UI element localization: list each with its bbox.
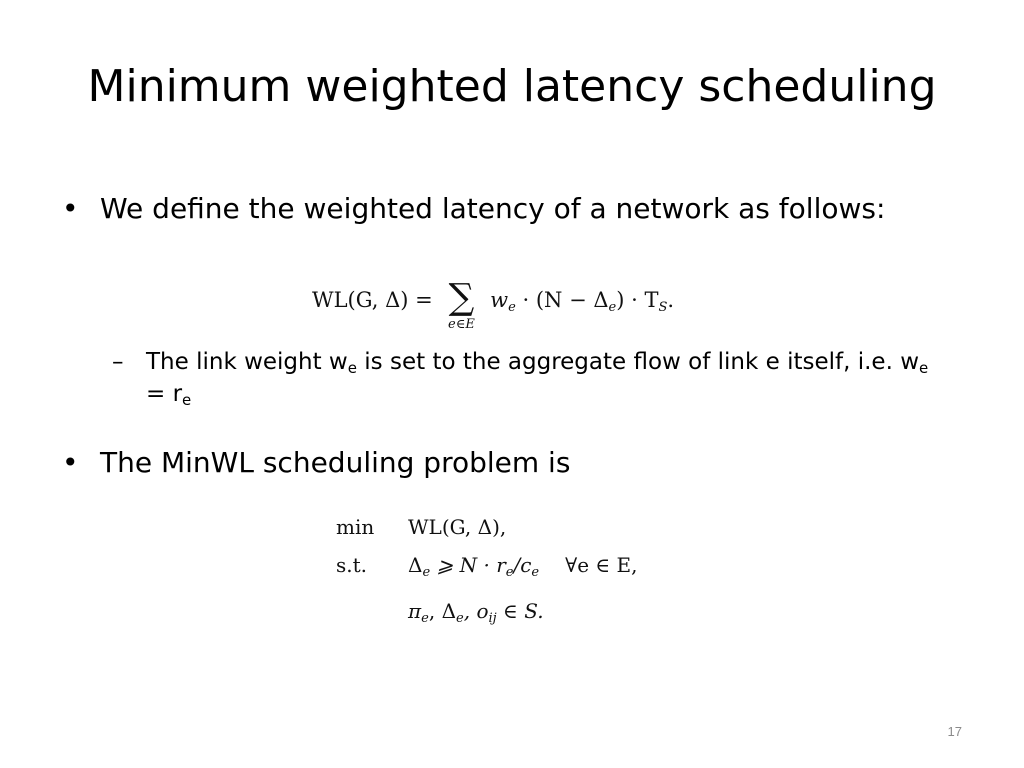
equation-middle: · (N − Δ <box>515 288 609 312</box>
sub-text-subscript1: e <box>347 359 357 377</box>
sub-text-part1: The link weight w <box>146 349 348 375</box>
bullet-text: We define the weighted latency of a netw… <box>100 192 886 225</box>
bullet-weighted-latency: • We define the weighted latency of a ne… <box>62 188 922 230</box>
domain-pi: π <box>408 599 422 623</box>
weight-subscript: e <box>508 300 516 315</box>
domain-o: , o <box>463 599 489 623</box>
constraint-expr: Δe ⩾ N · re/ce∀e ∈ E, <box>408 546 638 592</box>
domain-expr: πe, Δe, oij ∈ S. <box>408 592 638 638</box>
constraint-slash: /c <box>513 553 532 577</box>
sub-bullet-link-weight: – The link weight we is set to the aggre… <box>112 346 932 410</box>
equation-close: ) · T <box>616 288 659 312</box>
sub-text-subscript2: e <box>919 359 929 377</box>
sub-bullet-text: The link weight we is set to the aggrega… <box>112 346 932 410</box>
domain-end: ∈ S. <box>496 599 544 623</box>
domain-row: πe, Δe, oij ∈ S. <box>336 592 638 638</box>
equation-lhs: WL(G, Δ) = <box>312 288 433 312</box>
domain-delta-sub: e <box>456 611 464 626</box>
bullet-marker: • <box>62 192 79 225</box>
equation-minwl: min WL(G, Δ), s.t. Δe ⩾ N · re/ce∀e ∈ E,… <box>336 508 638 638</box>
sub-bullet-marker: – <box>112 349 124 375</box>
objective-label: min <box>336 515 375 539</box>
objective-expr: WL(G, Δ), <box>408 515 507 539</box>
constraint-r-sub: e <box>505 565 514 580</box>
domain-pi-sub: e <box>421 611 429 626</box>
bullet-marker: • <box>62 446 79 479</box>
sub-text-part3: = r <box>146 381 183 407</box>
constraint-delta-sub: e <box>422 565 431 580</box>
equation-end: . <box>667 288 675 312</box>
domain-o-sub: ij <box>488 611 497 626</box>
objective-row: min WL(G, Δ), <box>336 508 638 546</box>
delta-subscript: e <box>608 300 617 315</box>
page-number: 17 <box>947 724 962 739</box>
bullet-text: The MinWL scheduling problem is <box>100 446 571 479</box>
constraint-forall: ∀e ∈ E, <box>565 553 638 577</box>
equation-weighted-latency: WL(G, Δ) = ∑ e∈E we · (N − Δe) · TS. <box>312 278 674 340</box>
weight-symbol: w <box>490 288 509 312</box>
slide-title: Minimum weighted latency scheduling <box>87 61 937 112</box>
constraint-row: s.t. Δe ⩾ N · re/ce∀e ∈ E, <box>336 546 638 592</box>
sub-text-subscript3: e <box>182 391 192 409</box>
constraint-label: s.t. <box>336 553 368 577</box>
summation: ∑ e∈E <box>441 278 481 332</box>
sum-index: e∈E <box>448 317 475 332</box>
sum-symbol: ∑ <box>448 277 475 318</box>
bullet-minwl-problem: • The MinWL scheduling problem is <box>62 442 922 484</box>
domain-delta: , Δ <box>428 599 457 623</box>
optimization-problem: min WL(G, Δ), s.t. Δe ⩾ N · re/ce∀e ∈ E,… <box>336 508 638 638</box>
sub-text-part2: is set to the aggregate flow of link e i… <box>356 349 920 375</box>
equation-rhs: we · (N − Δe) · TS. <box>490 278 674 330</box>
constraint-c-sub: e <box>531 565 540 580</box>
constraint-relation: ⩾ N · r <box>430 553 506 577</box>
constraint-delta: Δ <box>408 553 423 577</box>
t-subscript: S <box>658 300 668 315</box>
